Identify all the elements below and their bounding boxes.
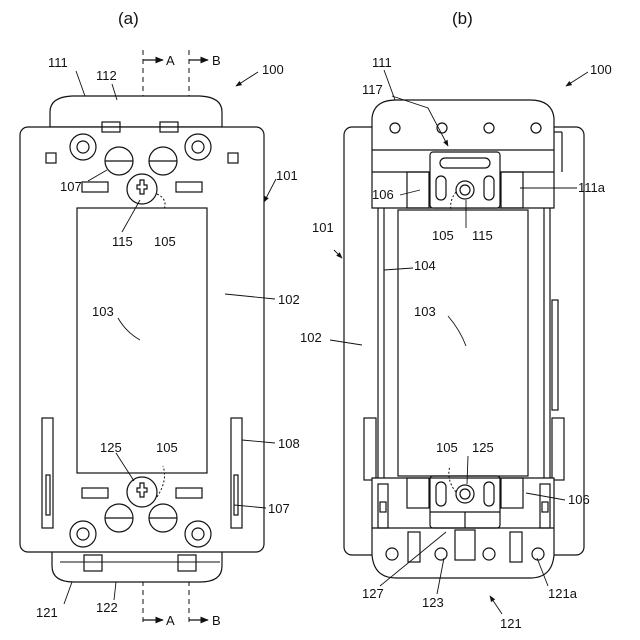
label-b-105-top: 105 [432, 228, 454, 243]
label-a-111: 111 [48, 55, 68, 70]
label-a-107-bottom: 107 [268, 501, 290, 516]
section-label-b-bottom: B [212, 613, 221, 628]
section-label-a-bottom: A [166, 613, 175, 628]
label-a-125: 125 [100, 440, 122, 455]
top-frame-111 [50, 96, 222, 127]
label-a-108: 108 [278, 436, 300, 451]
label-b-111a: 111a [578, 180, 606, 195]
label-a-121: 121 [36, 605, 58, 620]
label-a-107-top: 107 [60, 179, 82, 194]
caption-b: (b) [452, 9, 473, 28]
section-label-a-top: A [166, 53, 175, 68]
label-a-112: 112 [96, 68, 117, 83]
label-b-103: 103 [414, 304, 436, 319]
switch-body-103-b [398, 210, 528, 476]
label-b-102: 102 [300, 330, 322, 345]
caption-a: (a) [118, 9, 139, 28]
label-b-121: 121 [500, 616, 522, 631]
label-b-121a: 121a [548, 586, 578, 601]
label-b-117: 117 [362, 82, 383, 97]
label-b-125: 125 [472, 440, 494, 455]
label-b-106-bottom: 106 [568, 492, 590, 507]
section-label-b-top: B [212, 53, 221, 68]
label-a-103: 103 [92, 304, 114, 319]
label-a-101: 101 [276, 168, 298, 183]
label-b-101: 101 [312, 220, 334, 235]
label-b-123: 123 [422, 595, 444, 610]
label-b-115: 115 [472, 228, 493, 243]
label-a-105-top: 105 [154, 234, 176, 249]
label-b-106-top: 106 [372, 187, 394, 202]
label-b-104: 104 [414, 258, 436, 273]
label-b-111: 111 [372, 55, 392, 70]
panel-b: (b) [300, 9, 612, 631]
label-a-122: 122 [96, 600, 118, 615]
label-a-100: 100 [262, 62, 284, 77]
label-a-115: 115 [112, 234, 133, 249]
label-b-100: 100 [590, 62, 612, 77]
label-a-102: 102 [278, 292, 300, 307]
label-b-105-bottom: 105 [436, 440, 458, 455]
label-b-127: 127 [362, 586, 384, 601]
panel-a: (a) A B A B [20, 9, 300, 628]
switch-body-103 [77, 208, 207, 473]
label-a-105-bottom: 105 [156, 440, 178, 455]
